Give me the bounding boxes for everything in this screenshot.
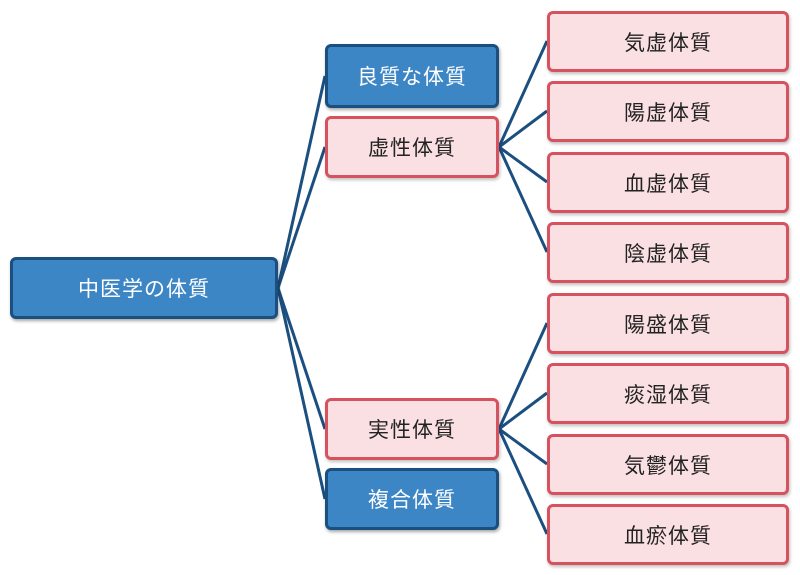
node-yang-deficiency-label: 陽虚体質	[624, 100, 712, 125]
connector-line	[276, 287, 327, 500]
node-yin-deficiency-label: 陰虚体質	[624, 241, 712, 266]
connector-line	[498, 391, 548, 431]
connector-line	[497, 322, 549, 430]
node-phlegm-damp: 痰湿体質	[547, 363, 789, 424]
connector-line	[497, 40, 549, 148]
connector-line	[497, 428, 549, 535]
node-qi-deficiency: 気虚体質	[547, 11, 789, 72]
node-blood-deficiency-label: 血虚体質	[624, 171, 712, 196]
node-excess-constitution-label: 実性体質	[368, 418, 456, 442]
node-excess-constitution: 実性体質	[325, 398, 499, 460]
connector-line	[276, 287, 327, 430]
node-deficiency-constitution-label: 虚性体質	[368, 136, 456, 160]
node-yang-excess: 陽盛体質	[547, 293, 789, 354]
node-blood-deficiency: 血虚体質	[547, 152, 789, 213]
connector-line	[498, 109, 548, 149]
node-deficiency-constitution: 虚性体質	[325, 116, 499, 178]
node-yin-deficiency: 陰虚体質	[547, 222, 789, 283]
node-blood-stasis: 血瘀体質	[547, 504, 789, 565]
connector-line	[498, 427, 548, 466]
node-good-constitution-label: 良質な体質	[357, 65, 467, 89]
node-phlegm-damp-label: 痰湿体質	[624, 382, 712, 407]
node-yang-deficiency: 陽虚体質	[547, 81, 789, 142]
node-complex-constitution: 複合体質	[325, 468, 499, 530]
root-node: 中医学の体質	[10, 257, 278, 319]
connector-line	[497, 146, 549, 253]
node-qi-stagnation: 気鬱体質	[547, 434, 789, 495]
node-qi-stagnation-label: 気鬱体質	[624, 453, 712, 478]
connector-line	[276, 75, 327, 289]
node-yang-excess-label: 陽盛体質	[624, 312, 712, 337]
connector-line	[276, 146, 327, 289]
root-node-label: 中医学の体質	[78, 277, 210, 301]
node-qi-deficiency-label: 気虚体質	[624, 30, 712, 55]
connector-line	[498, 145, 548, 184]
node-blood-stasis-label: 血瘀体質	[624, 523, 712, 548]
node-good-constitution: 良質な体質	[325, 44, 499, 108]
node-complex-constitution-label: 複合体質	[368, 488, 456, 512]
